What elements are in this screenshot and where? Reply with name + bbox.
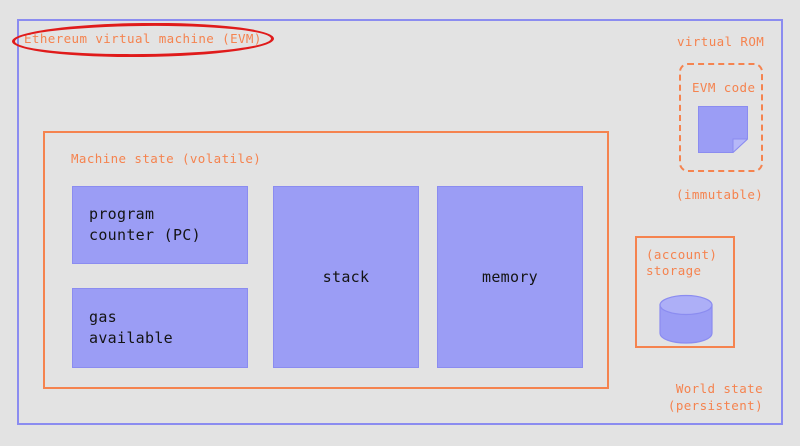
program-counter-label: program counter (PC) <box>89 205 201 244</box>
account-storage-title: (account) storage <box>646 247 718 278</box>
evm-code-label: EVM code <box>692 80 756 95</box>
stack-label: stack <box>322 267 370 286</box>
account-storage-container <box>635 236 735 348</box>
machine-state-title: Machine state (volatile) <box>71 151 262 166</box>
virtual-rom-container <box>679 63 763 172</box>
stack-box: stack <box>273 186 419 368</box>
database-cylinder-icon <box>659 294 713 344</box>
gas-available-label: gas available <box>89 308 173 347</box>
evm-title: Ethereum virtual machine (EVM) <box>24 31 262 46</box>
virtual-rom-caption: (immutable) <box>676 187 764 202</box>
machine-state-container <box>43 131 609 389</box>
virtual-rom-title: virtual ROM <box>677 34 765 49</box>
program-counter-box: program counter (PC) <box>72 186 248 264</box>
memory-label: memory <box>482 267 538 286</box>
world-state-caption: World state (persistent) <box>667 381 763 413</box>
gas-available-box: gas available <box>72 288 248 368</box>
evm-container <box>17 19 783 425</box>
document-icon <box>698 106 748 153</box>
memory-box: memory <box>437 186 583 368</box>
